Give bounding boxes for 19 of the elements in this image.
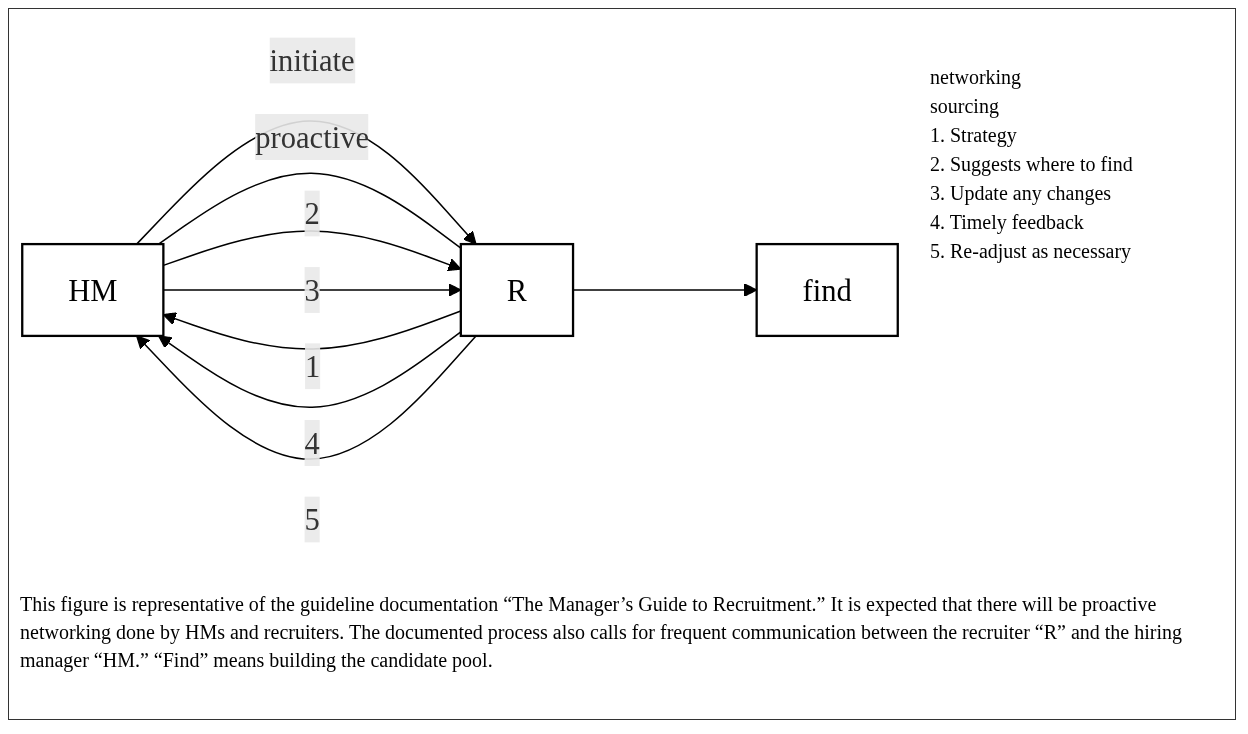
edge-label: 5	[304, 502, 320, 537]
note-text: 4. Timely feedback	[930, 211, 1085, 234]
note-text: sourcing	[930, 95, 1000, 118]
note-text: 2. Suggests where to find	[930, 153, 1134, 176]
edge-label: 4	[304, 426, 320, 460]
note-text: 3. Update any changes	[930, 182, 1113, 205]
node-box: R	[459, 242, 575, 338]
caption: This figure is representative of the guideline documentation “The Manager’s Guide to Recruitment.” It is expected that there will be proactive networking done by HMs and recruiters. The documented process also calls for frequent communication between the recruiter “R” and the hiring manager “HM.” “Find” means building the candidate pool.	[20, 592, 1184, 674]
edge-label: 3	[304, 273, 320, 307]
edge-label: 2	[304, 196, 320, 231]
arrow	[136, 335, 477, 460]
note-text: 1. Strategy	[930, 124, 1018, 147]
note-text: networking	[930, 66, 1023, 89]
edge-label: 1	[305, 349, 321, 384]
edge-label: initiate	[269, 43, 355, 78]
node-box: HM	[21, 242, 165, 338]
node-box: find	[755, 242, 899, 338]
edge-label: proactive	[255, 120, 370, 154]
note-text: 5. Re-adjust as necessary	[930, 240, 1133, 263]
